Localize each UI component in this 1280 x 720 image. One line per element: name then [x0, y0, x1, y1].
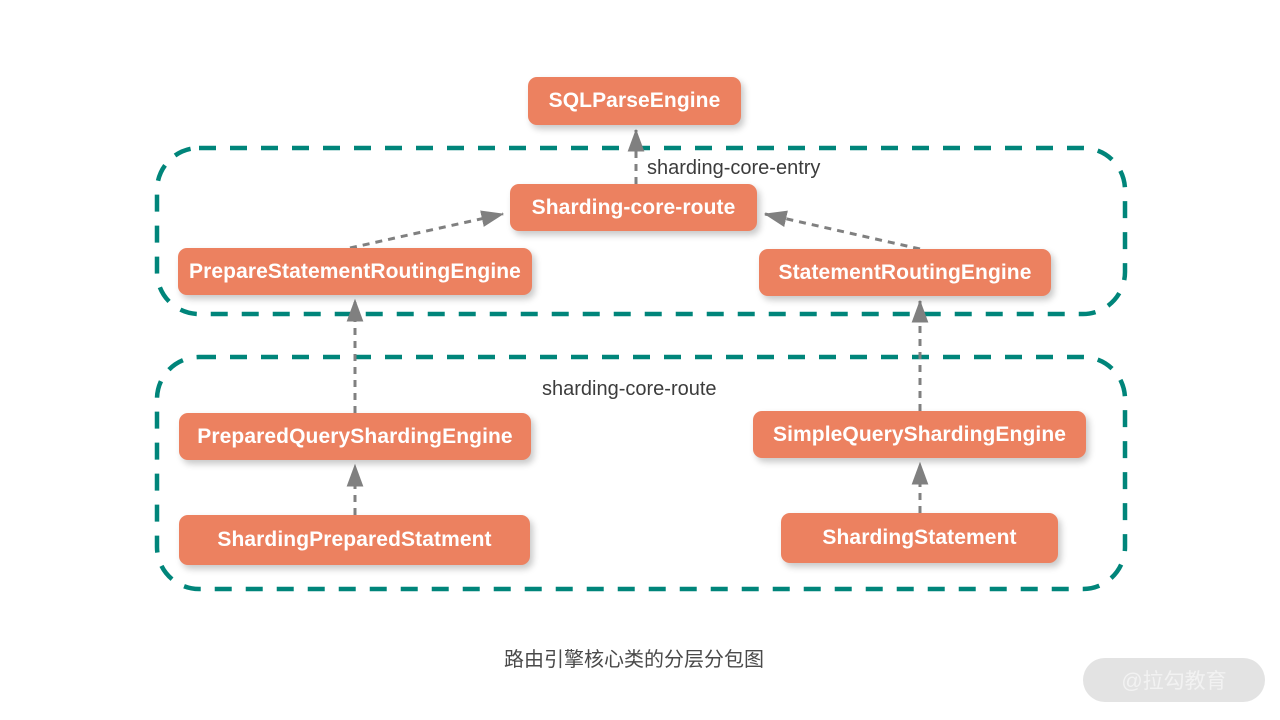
diagram-caption: 路由引擎核心类的分层分包图 [504, 649, 764, 671]
node-sharding-prepared-statment[interactable]: ShardingPreparedStatment [179, 515, 530, 565]
node-prepare-statement-routing-engine[interactable]: PrepareStatementRoutingEngine [178, 248, 532, 295]
watermark: @拉勾教育 [1083, 658, 1265, 702]
node-prepared-query-sharding-engine[interactable]: PreparedQueryShardingEngine [179, 413, 531, 460]
edge-prepare-engine-to-route [349, 210, 505, 250]
node-statement-routing-engine[interactable]: StatementRoutingEngine [759, 249, 1051, 296]
node-sql-parse-engine[interactable]: SQLParseEngine [528, 77, 741, 125]
group-label-sharding-core-entry: sharding-core-entry [641, 157, 827, 180]
edge-statement-engine-to-route [763, 210, 921, 251]
node-sharding-statement[interactable]: ShardingStatement [781, 513, 1058, 563]
node-sharding-core-route[interactable]: Sharding-core-route [510, 184, 757, 231]
node-simple-query-sharding-engine[interactable]: SimpleQueryShardingEngine [753, 411, 1086, 458]
group-label-sharding-core-route: sharding-core-route [536, 378, 723, 401]
